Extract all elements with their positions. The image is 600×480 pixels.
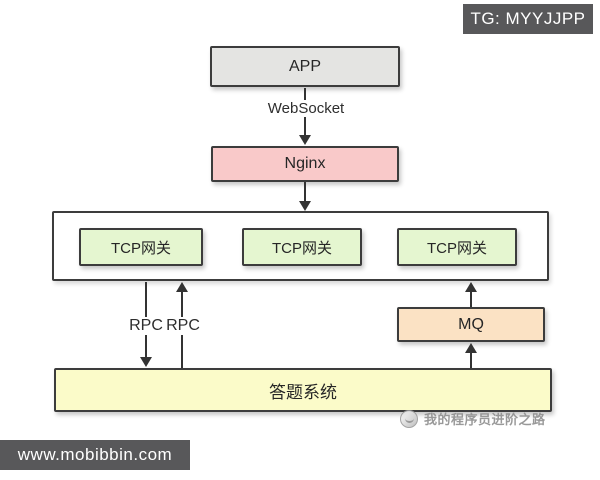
- tg-badge: TG: MYYJJPP: [463, 4, 593, 34]
- arrowhead-rpc-up: [176, 282, 188, 292]
- watermark: 我的程序员进阶之路: [400, 409, 546, 428]
- answer-system-box: 答题系统: [54, 368, 552, 412]
- tcp-gateway-box-1: TCP网关: [79, 228, 203, 266]
- arrowhead-rpc-down: [140, 357, 152, 367]
- arrowhead-app-to-nginx: [299, 135, 311, 145]
- connector-nginx-to-cluster: [304, 182, 306, 202]
- rpc-label-left: RPC: [126, 317, 166, 335]
- arrowhead-mq-to-cluster: [465, 282, 477, 292]
- rpc-label-right: RPC: [163, 317, 203, 335]
- tcp-gateway-box-2: TCP网关: [242, 228, 362, 266]
- url-badge: www.mobibbin.com: [0, 440, 190, 470]
- tcp-gateway-box-3: TCP网关: [397, 228, 517, 266]
- arrowhead-answer-to-mq: [465, 343, 477, 353]
- nginx-box: Nginx: [211, 146, 399, 182]
- connector-answer-to-mq: [470, 352, 472, 368]
- connector-mq-to-cluster: [470, 291, 472, 307]
- arrowhead-nginx-to-cluster: [299, 201, 311, 211]
- websocket-label: WebSocket: [264, 100, 348, 117]
- mq-box: MQ: [397, 307, 545, 342]
- watermark-text: 我的程序员进阶之路: [424, 412, 546, 427]
- app-box: APP: [210, 46, 400, 87]
- mascot-icon: [400, 409, 418, 428]
